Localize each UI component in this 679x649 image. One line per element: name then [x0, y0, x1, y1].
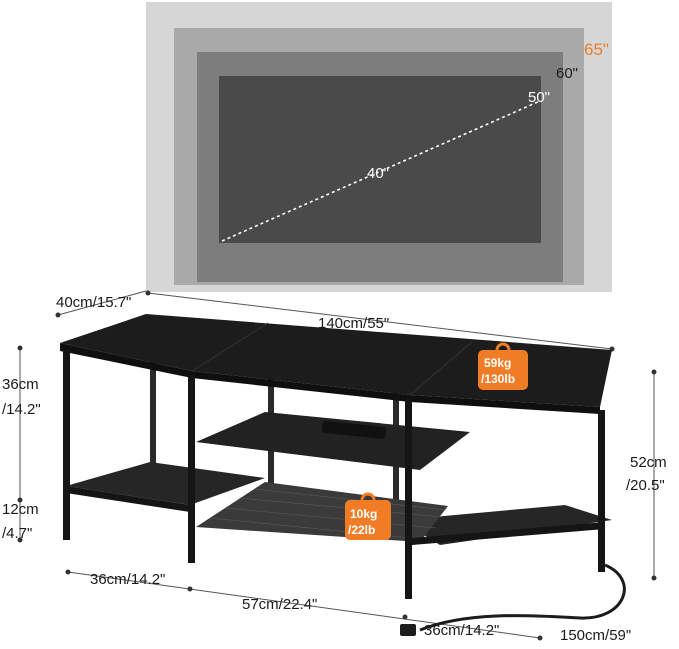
tv-40-silhouette	[219, 76, 541, 243]
bottom-mid-label: 57cm/22.4"	[242, 596, 317, 613]
power-plug	[400, 624, 416, 636]
tabletop-front-edge	[60, 343, 600, 414]
size-40-label: 40"	[367, 165, 389, 182]
tv-size-comparison: 65" 60" 50" 40"	[146, 2, 612, 292]
shelf-load-kg: 10kg	[350, 507, 377, 521]
right-height-label-line1: 52cm	[630, 454, 667, 471]
right-height-label-line2: /20.5"	[626, 477, 665, 494]
middle-shelf	[196, 412, 470, 470]
upper-height-label-line2: /14.2"	[2, 401, 41, 418]
tv-diagonal-line	[221, 100, 541, 242]
cord-length-label: 150cm/59"	[560, 627, 631, 644]
size-50-label: 50"	[528, 89, 550, 106]
right-lower-shelf-edge	[412, 522, 605, 545]
size-65-label: 65"	[584, 40, 609, 59]
tabletop	[60, 314, 612, 407]
lower-height-label-line1: 12cm	[2, 501, 39, 518]
left-lower-shelf-edge	[66, 486, 190, 512]
dimension-dots	[17, 290, 657, 641]
top-load-kg: 59kg	[484, 356, 511, 370]
bottom-dimension-line	[67, 571, 541, 639]
tabletop-seam-right	[409, 341, 473, 396]
tabletop-seam-left	[191, 322, 269, 372]
dimension-lines	[19, 290, 655, 639]
bottom-right-label: 36cm/14.2"	[424, 622, 499, 639]
power-strip	[321, 420, 387, 440]
size-60-label: 60"	[556, 65, 578, 82]
front-legs	[63, 350, 605, 599]
lower-height-label-line2: /4.7"	[2, 525, 32, 542]
shelf-load-badge: 10kg /22lb	[345, 492, 391, 540]
upper-height-label-line1: 36cm	[2, 376, 39, 393]
width-label: 140cm/55"	[318, 315, 389, 332]
power-cord	[419, 563, 626, 632]
left-lower-shelf	[66, 462, 265, 505]
bottom-left-label: 36cm/14.2"	[90, 571, 165, 588]
depth-label: 40cm/15.7"	[56, 294, 131, 311]
width-dimension-line	[147, 292, 613, 350]
depth-dimension-line	[57, 290, 147, 316]
top-load-lb: /130lb	[481, 372, 515, 386]
top-load-badge: 59kg /130lb	[478, 342, 528, 390]
shelf-load-lb: /22lb	[348, 523, 375, 537]
